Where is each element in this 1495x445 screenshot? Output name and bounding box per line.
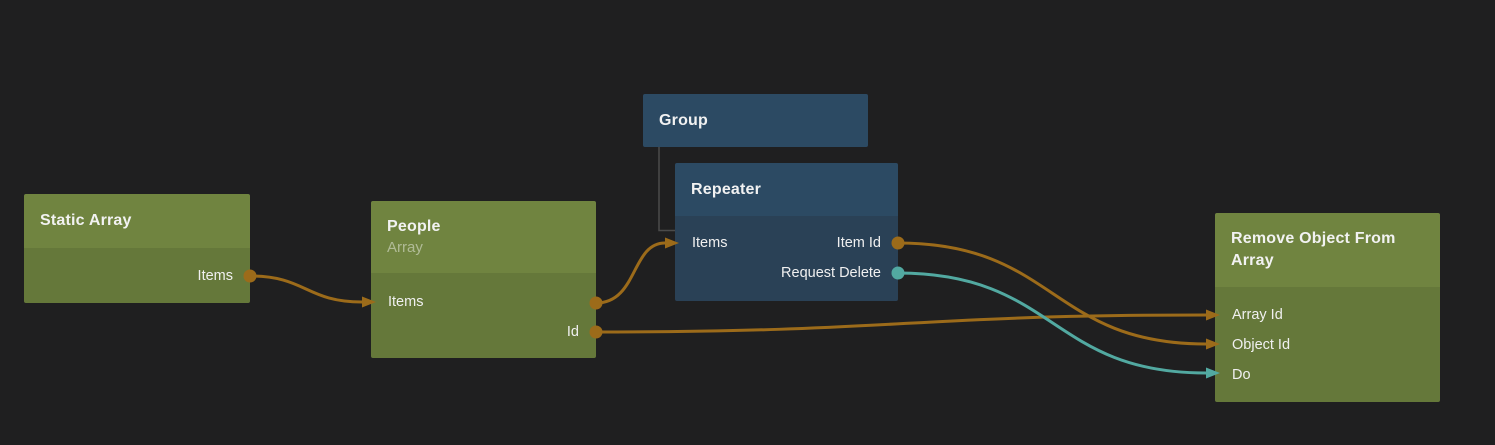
node-title: Remove Object From Array [1231,230,1396,269]
node-people[interactable]: People Array Items Id [371,201,596,358]
node-header[interactable]: Static Array [24,194,250,248]
wire-path[interactable] [897,271,1207,375]
node-header[interactable]: People Array [371,201,596,273]
node-subtitle: Array [387,239,423,256]
wire-repeater-request-delete-to-remove-do[interactable] [891,266,1221,379]
node-group[interactable]: Group [643,94,868,147]
node-static-array[interactable]: Static Array Items [24,194,250,303]
port-row-array-id[interactable]: Array Id [1215,300,1440,330]
wire-people-items-to-repeater-items[interactable] [589,237,680,310]
port-row-request-delete[interactable]: Request Delete [675,258,898,288]
output-port-label: Item Id [836,235,881,251]
input-port-label: Items [388,294,424,310]
port-row-items[interactable]: Items [371,287,596,317]
node-header[interactable]: Group [643,94,868,147]
wire-static-array-items-to-people-items[interactable] [243,269,377,308]
group-child-link [658,147,675,232]
output-port-label: Id [566,324,579,340]
node-title: Group [659,111,708,129]
node-remove-object-from-array[interactable]: Remove Object From Array Array Id Object… [1215,213,1440,402]
node-body: Items Item Id Request Delete [675,216,898,301]
port-row-items-itemid[interactable]: Items Item Id [675,228,898,258]
output-port-label: Request Delete [781,265,881,281]
input-port-label: Items [692,235,728,251]
node-title: Repeater [691,180,762,198]
input-port-label: Object Id [1232,337,1291,353]
node-header[interactable]: Remove Object From Array [1215,213,1440,287]
port-row-object-id[interactable]: Object Id [1215,330,1440,360]
node-body: Items [24,248,250,303]
input-port-label: Do [1232,367,1251,383]
input-port-label: Array Id [1232,307,1283,323]
node-title: People [387,218,441,235]
wire-repeater-item-id-to-remove-object-id[interactable] [891,236,1221,350]
port-row-do[interactable]: Do [1215,360,1440,390]
output-port-label: Items [197,268,233,284]
port-row-items[interactable]: Items [24,261,250,291]
node-header[interactable]: Repeater [675,163,898,216]
wire-path[interactable] [595,313,1207,334]
wire-people-id-to-remove-array-id[interactable] [589,309,1221,339]
wire-path[interactable] [897,241,1207,346]
wire-path[interactable] [249,274,363,304]
node-body: Array Id Object Id Do [1215,287,1440,402]
wire-path[interactable] [595,241,666,305]
node-title: Static Array [40,212,132,229]
port-row-id[interactable]: Id [371,317,596,347]
node-repeater[interactable]: Repeater Items Item Id Request Delete [675,163,898,301]
node-body: Items Id [371,273,596,358]
